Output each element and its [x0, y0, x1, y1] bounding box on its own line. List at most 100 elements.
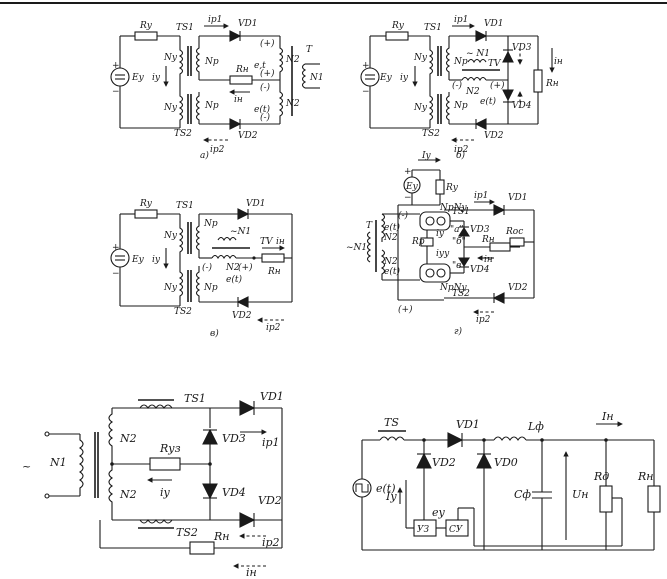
winding-ny1-a	[178, 36, 184, 86]
label-plus-b: +	[362, 61, 370, 71]
diode-vd2-a	[229, 118, 242, 130]
winding-np1-a	[195, 36, 201, 80]
winding-np2-v	[195, 266, 201, 302]
label-ip2-v: iр2	[266, 323, 281, 333]
caption-a: а)	[200, 150, 209, 161]
label-rp-g: Rр	[411, 237, 425, 247]
winding-np1-b	[445, 36, 451, 80]
winding-n1-g	[366, 231, 372, 263]
panel-b: Rу TS1 iр1 VD1 Eу + − Nу Np iу Nу Np ~ N…	[360, 15, 563, 161]
panel-a: Rу TS1 iр1 VD1 Eу + − Nу Np iу Nу Np Rн …	[110, 15, 324, 161]
label-n2b-a: N2	[285, 99, 300, 109]
diode-vd2-v	[236, 296, 249, 308]
label-ry-g: Rу	[445, 183, 459, 193]
label-et-v: e(t)	[226, 274, 242, 285]
label-in-d: iн	[246, 566, 257, 579]
label-ey-e: eу	[432, 506, 446, 519]
winding-n2b-a	[278, 80, 284, 124]
resistor-rd-e	[599, 485, 613, 513]
diode-vd4-d	[202, 483, 218, 500]
label-ey-v: Eу	[131, 255, 145, 265]
winding-n2-v	[211, 254, 237, 260]
label-cf-e: Cф	[514, 488, 531, 501]
label-minus1-a: (-)	[260, 82, 271, 93]
label-rd-e: Rд	[593, 470, 609, 483]
label-in-a: iн	[234, 95, 243, 105]
label-minus-b: −	[362, 87, 370, 97]
inductor-lf-e	[493, 436, 527, 441]
winding-n2-b	[461, 76, 487, 82]
label-vd2-v: VD2	[232, 311, 252, 321]
diode-vd4-g	[458, 257, 470, 268]
label-vd4-b: VD4	[512, 101, 532, 111]
label-minus2-a: (-)	[260, 112, 271, 123]
label-vd4-d: VD4	[222, 486, 246, 499]
label-plus-a: +	[112, 61, 120, 71]
label-plus-v: +	[112, 243, 120, 253]
label-iy-a: iу	[152, 73, 161, 83]
label-plus1-a: (+)	[260, 38, 275, 49]
winding-ny2-v	[178, 262, 184, 306]
label-ip2-a: iр2	[210, 145, 225, 155]
label-eta-g: e(t)	[384, 222, 400, 233]
label-in-g: iн	[484, 255, 493, 265]
winding-n2a-a	[278, 36, 284, 80]
label-un-e: Uн	[572, 488, 589, 501]
label-n2b-d: N2	[119, 488, 137, 501]
winding-n1-v	[217, 236, 237, 242]
label-tv-b: TV	[488, 59, 502, 69]
caption-g: г)	[454, 326, 463, 337]
label-ry-v: Rу	[139, 199, 153, 209]
label-iy-v: iу	[152, 255, 161, 265]
winding-ts2-d	[139, 519, 173, 524]
label-tv-v: TV	[260, 237, 274, 247]
resistor-rn-v	[261, 253, 285, 263]
label-minus-a: −	[112, 87, 120, 97]
label-n1-a: N1	[309, 73, 324, 83]
label-vd2-e: VD2	[432, 456, 456, 469]
label-ny2-b: Nу	[413, 103, 428, 113]
label-vd2-b: VD2	[484, 131, 504, 141]
label-n2b-g: N2	[383, 257, 398, 267]
winding-np2-b	[445, 92, 451, 124]
label-ts2-g: TS2	[452, 289, 470, 299]
panel-v: Rу TS1 VD1 Eу + − Nу Np iу Nу Np ~N1 N2 …	[110, 199, 293, 339]
label-ny2-v: Nу	[163, 283, 178, 293]
caption-b: б)	[456, 150, 465, 161]
winding-ts-e	[379, 436, 405, 441]
label-et-e: e(t)	[376, 482, 396, 495]
label-ny2-a: Nу	[163, 103, 178, 113]
top-rule	[0, 2, 667, 4]
winding-n2a-g	[380, 213, 386, 242]
resistor-rn-d	[189, 541, 215, 555]
resistor-rn-e	[647, 485, 661, 513]
label-vd3-g: VD3	[470, 225, 490, 235]
label-in-v: iн	[276, 237, 285, 247]
label-ts2-b: TS2	[422, 129, 440, 139]
label-ts1-g: TS1	[452, 207, 470, 217]
winding-ny2-a	[178, 86, 184, 128]
diode-vd3-d	[202, 428, 218, 445]
label-n2a-d: N2	[119, 432, 137, 445]
label-minus-paren-b: (-)	[452, 80, 463, 91]
label-iy-g: Iу	[421, 151, 432, 161]
label-ts2-a: TS2	[174, 129, 192, 139]
label-vd1-g: VD1	[508, 193, 527, 203]
label-plus2-a: (+)	[260, 68, 275, 79]
label-np1-b: Np	[453, 57, 468, 67]
resistor-ry-g	[435, 179, 445, 195]
label-np1-v: Np	[203, 219, 218, 229]
winding-ny1-b	[428, 36, 434, 86]
diode-vd2-d	[239, 512, 256, 528]
winding-ny1-v	[178, 214, 184, 262]
winding-ts1-d	[139, 404, 173, 409]
diode-vd2-b	[474, 118, 487, 130]
diode-vd2-e	[416, 452, 432, 469]
diode-vd3-g	[458, 226, 470, 237]
label-roc-g: Rос	[505, 227, 523, 237]
label-ip1-g: iр1	[474, 191, 488, 201]
label-in-b: iн	[554, 57, 563, 67]
label-n1-b: ~ N1	[466, 49, 490, 59]
label-ts1-d: TS1	[184, 392, 206, 405]
